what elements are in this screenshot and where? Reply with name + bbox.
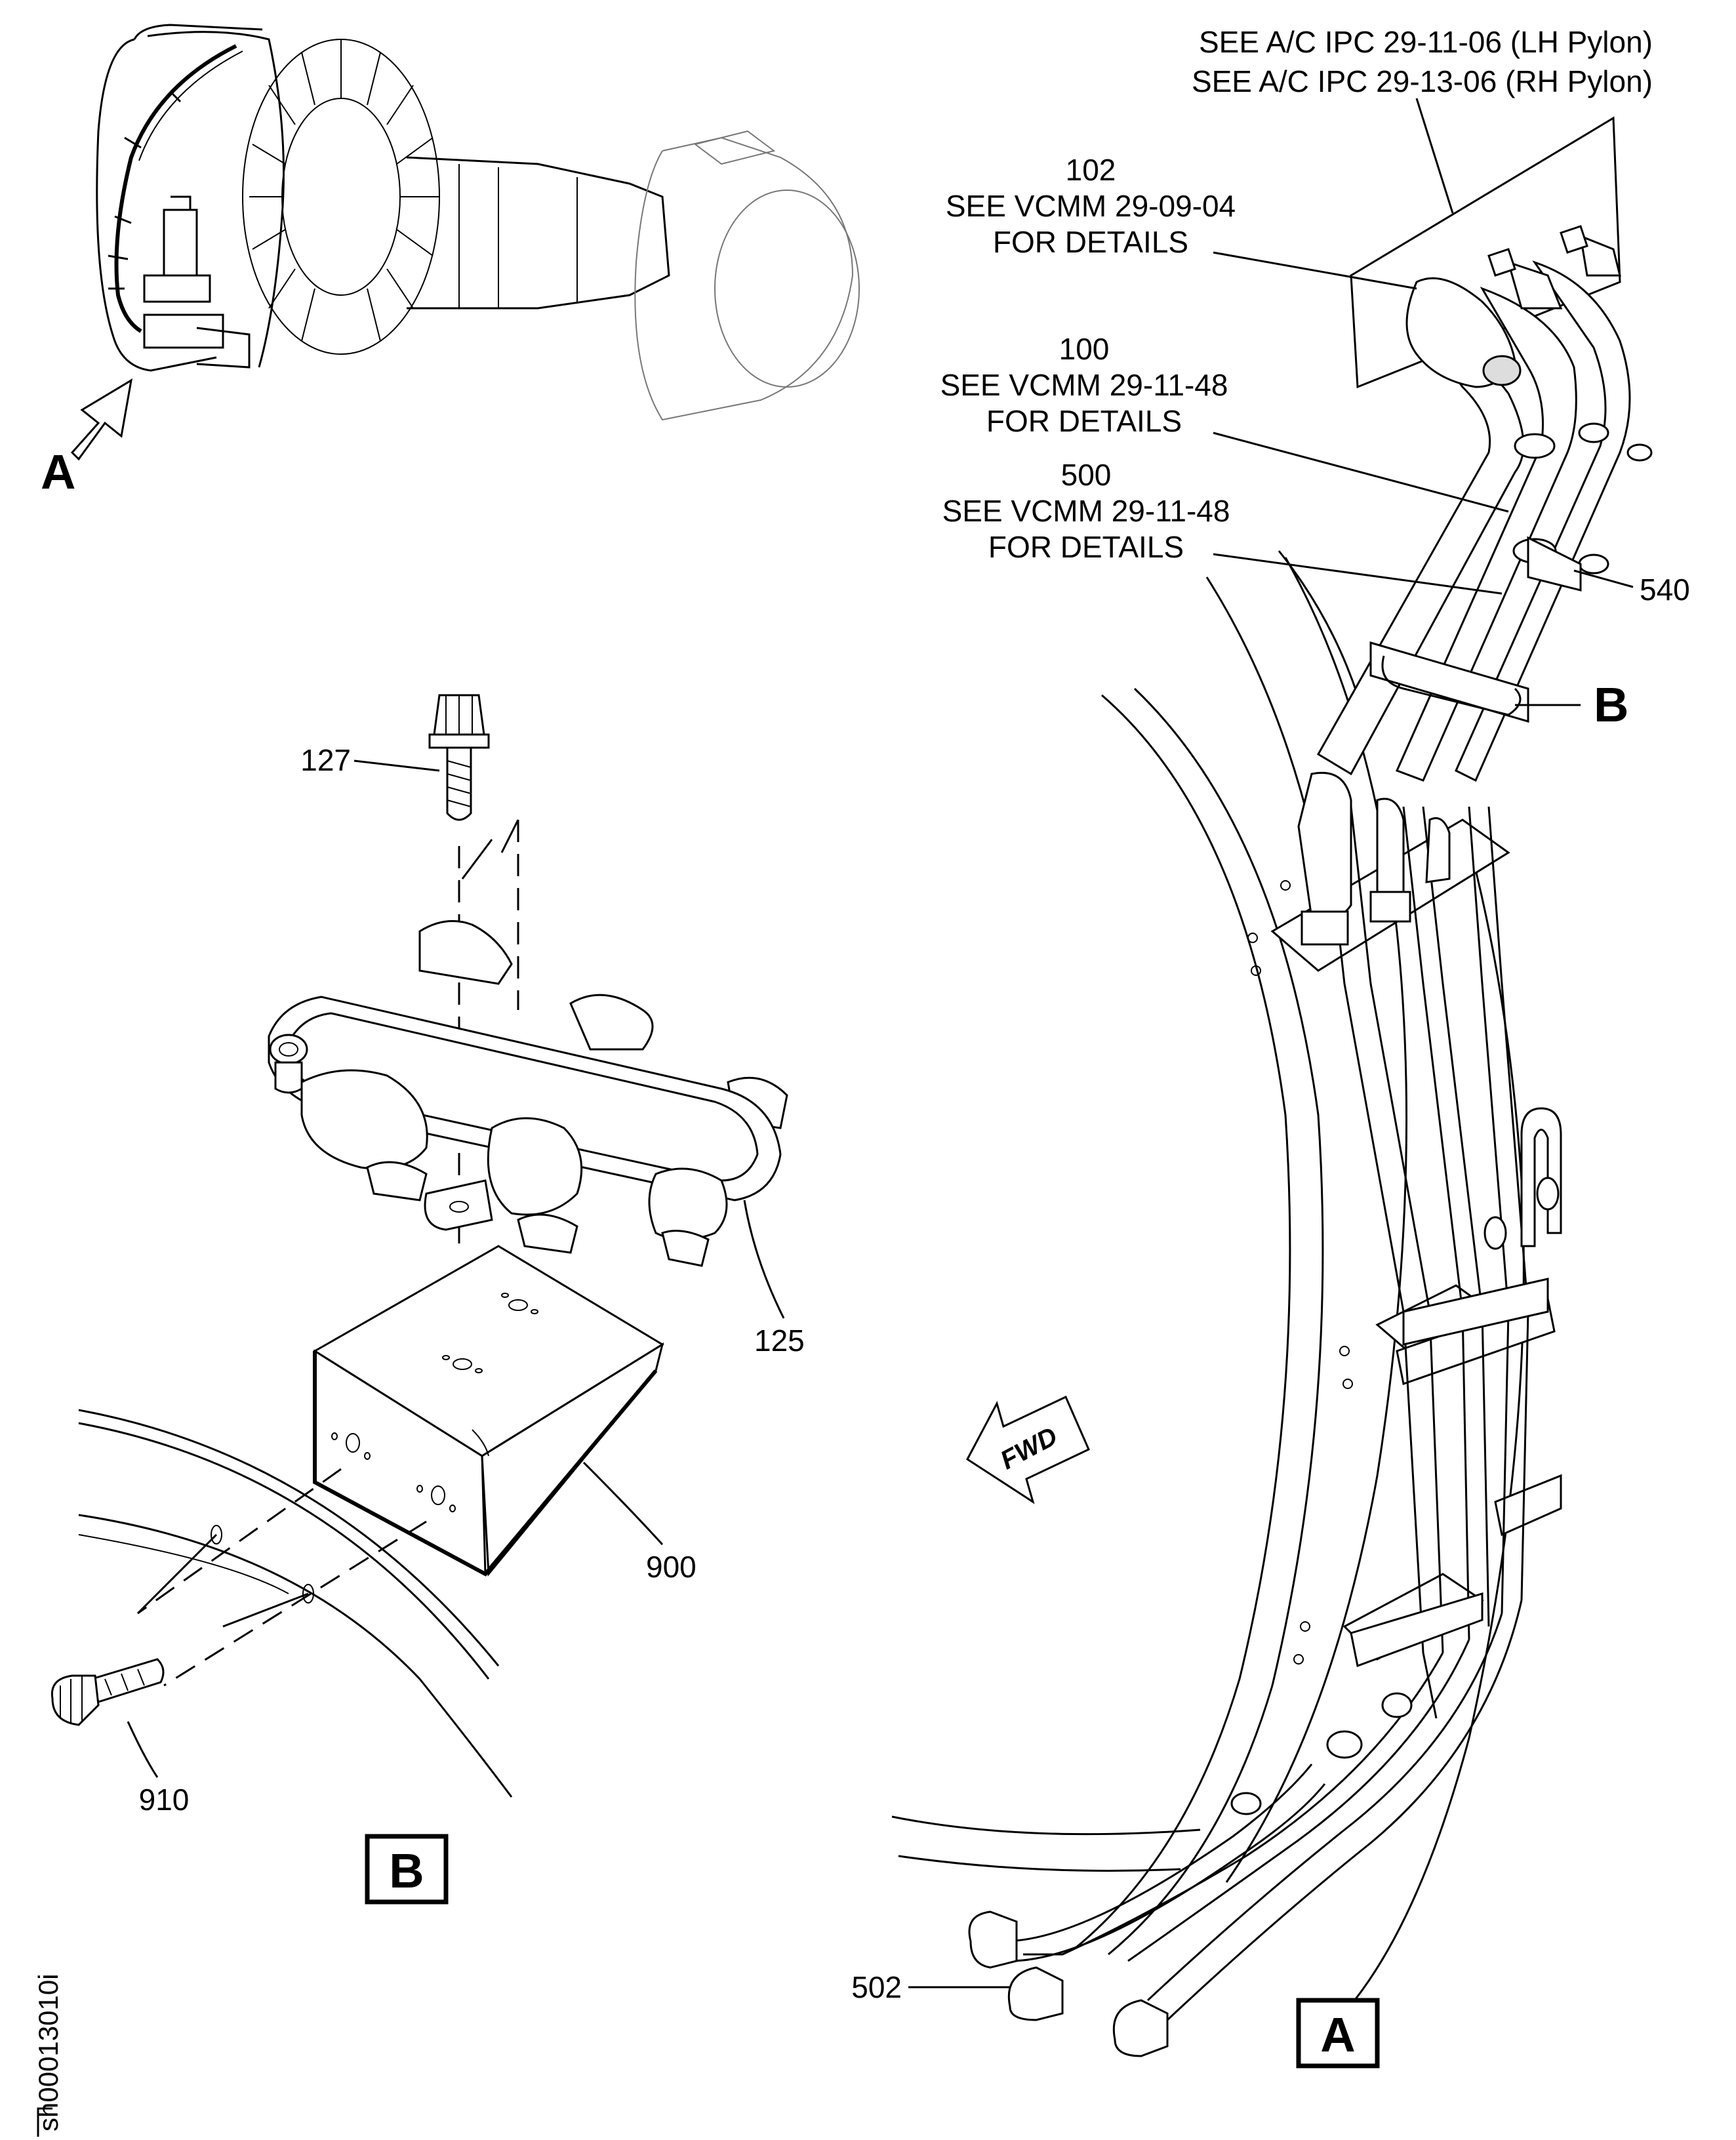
pylon-ref-line2: SEE A/C IPC 29-13-06 (RH Pylon) bbox=[1192, 64, 1653, 98]
lower-fittings bbox=[968, 771, 1560, 2057]
callout-100-ref: SEE VCMM 29-11-48 bbox=[940, 368, 1228, 402]
callout-127: 127 bbox=[300, 743, 351, 777]
callout-900: 900 bbox=[646, 1550, 696, 1584]
callout-102-item: 102 bbox=[1066, 153, 1116, 187]
view-a-box-label: A bbox=[1320, 2008, 1355, 2062]
callout-102-details: FOR DETAILS bbox=[993, 225, 1188, 259]
view-a-arrow-label: A bbox=[41, 445, 75, 499]
view-a-arrow bbox=[70, 378, 133, 461]
sheet-id-label: sh00013010i bbox=[33, 1973, 64, 2131]
view-a-box: A bbox=[1296, 1998, 1380, 2069]
clamp-125 bbox=[268, 919, 788, 1267]
fwd-arrow: FWD bbox=[966, 1395, 1090, 1504]
tube-bundle bbox=[1003, 260, 1631, 2021]
callout-500-ref: SEE VCMM 29-11-48 bbox=[942, 494, 1230, 528]
sheet-id: sh00013010i bbox=[33, 1973, 64, 2137]
callout-910: 910 bbox=[139, 1783, 190, 1817]
detail-b-box-label: B bbox=[389, 1844, 424, 1898]
callout-502: 502 bbox=[851, 1970, 902, 2004]
tube-fittings bbox=[1405, 225, 1653, 575]
clamp-b-view-a bbox=[1350, 536, 1582, 1668]
callout-100-item: 100 bbox=[1059, 332, 1110, 366]
bracket-900 bbox=[313, 1245, 664, 1577]
callout-100-details: FOR DETAILS bbox=[986, 404, 1182, 438]
detail-b-box: B bbox=[365, 1834, 449, 1905]
engine-overview: A bbox=[41, 24, 860, 499]
detail-b: 127 125 bbox=[50, 694, 805, 1905]
detail-b-ref-label: B bbox=[1594, 677, 1628, 732]
view-a: SEE A/C IPC 29-11-06 (LH Pylon) SEE A/C … bbox=[851, 25, 1690, 2069]
pylon-ref-line1: SEE A/C IPC 29-11-06 (LH Pylon) bbox=[1199, 25, 1653, 59]
callout-500-details: FOR DETAILS bbox=[988, 530, 1184, 564]
bolt-127 bbox=[428, 694, 490, 821]
callout-125: 125 bbox=[754, 1323, 805, 1358]
callout-500-item: 500 bbox=[1061, 458, 1112, 492]
bolt-910 bbox=[50, 1658, 165, 1726]
callout-102-ref: SEE VCMM 29-09-04 bbox=[946, 189, 1236, 223]
callout-540: 540 bbox=[1640, 573, 1690, 607]
